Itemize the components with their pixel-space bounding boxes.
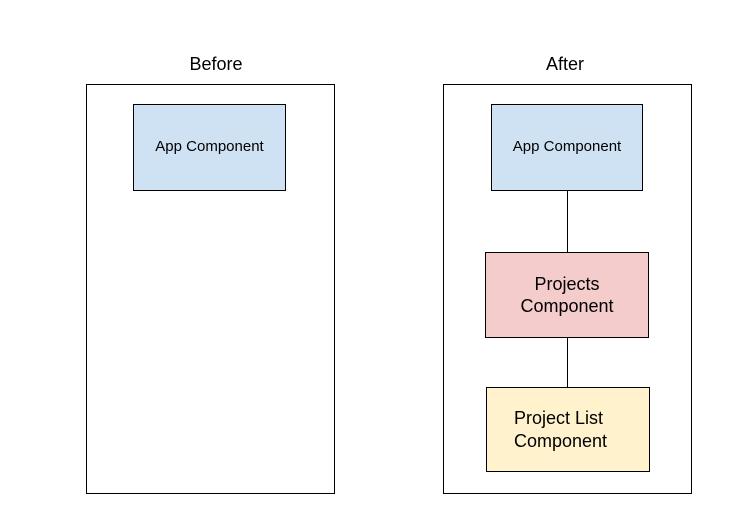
before-title: Before [189, 54, 243, 74]
before-app-component-label: App Component [155, 138, 264, 156]
connector-app-to-projects [567, 190, 568, 253]
projects-component-label-line2: Component [520, 296, 614, 316]
connector-projects-to-project-list [567, 337, 568, 388]
after-app-component-label: App Component [512, 138, 622, 156]
after-app-component-node: App Component [491, 104, 643, 191]
project-list-component-label-line1: Project List [514, 408, 604, 428]
after-title: After [545, 54, 584, 74]
before-app-component-node: App Component [133, 104, 286, 191]
projects-component-label-line1: Projects [534, 273, 600, 294]
projects-component-node: Projects Component [485, 252, 649, 338]
project-list-component-node: Project List Component [486, 387, 650, 472]
project-list-component-label-line2: Component [514, 430, 608, 451]
